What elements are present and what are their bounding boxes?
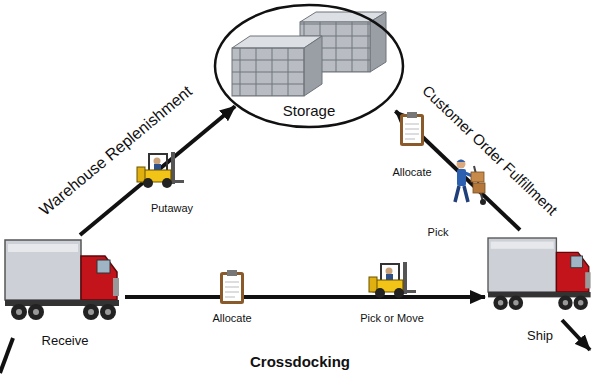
storage-circle: Storage: [213, 3, 405, 129]
pick-forklift: [369, 262, 416, 298]
flow-name: Crossdocking: [250, 353, 350, 370]
ship-truck-icon: [488, 238, 591, 310]
node-label: Ship: [527, 329, 553, 344]
flow-name: Warehouse Replenishment: [36, 82, 196, 219]
receive-truck-icon: [5, 240, 119, 320]
step-label: Allocate: [212, 312, 251, 325]
storage-ellipse: [215, 5, 403, 127]
flow-name: Customer Order Fulfillment: [419, 82, 561, 219]
ship-truck: Ship: [485, 230, 595, 345]
allocate-clipboard: [402, 112, 423, 145]
node-label: Storage: [283, 102, 336, 119]
flow-arrow: [125, 295, 485, 299]
incoming-arrow-tail: [0, 338, 13, 373]
step-label: Pick: [428, 226, 449, 239]
allocate-clipboard: [222, 270, 243, 303]
picker-person: [455, 160, 486, 206]
step-label: Pick or Move: [360, 312, 424, 325]
receive-truck: Receive: [5, 235, 125, 350]
storage-pallets: [232, 12, 386, 96]
step-label: Putaway: [151, 202, 193, 215]
putaway-forklift: [137, 152, 184, 188]
step-label: Allocate: [392, 166, 431, 179]
node-label: Receive: [42, 334, 89, 349]
outgoing-arrow: [562, 320, 590, 350]
